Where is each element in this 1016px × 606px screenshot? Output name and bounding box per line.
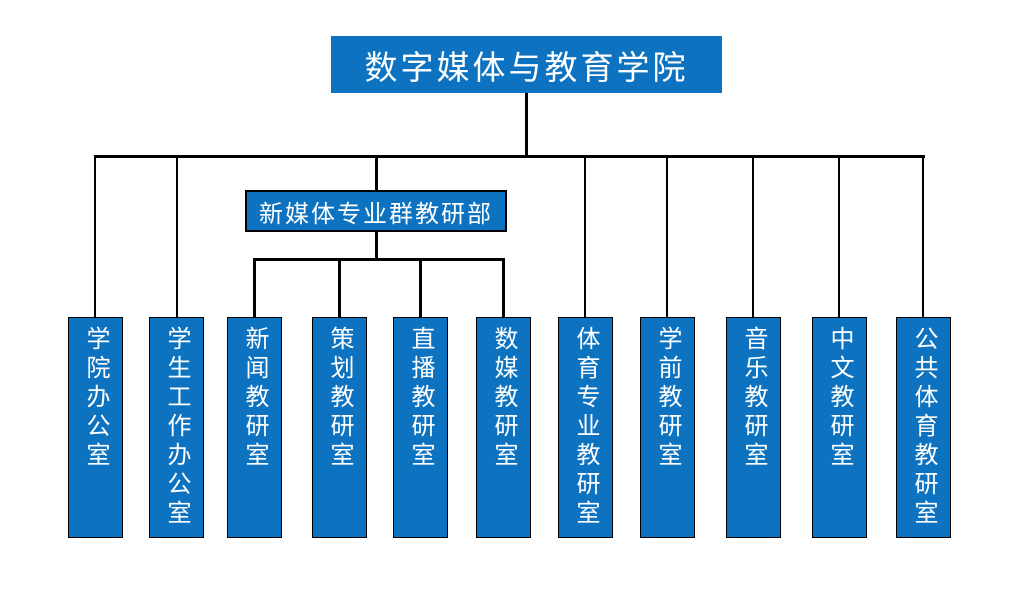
connector-top-rail — [94, 155, 925, 158]
connector-drop-planning-office — [338, 258, 341, 318]
connector-drop-department — [375, 155, 378, 190]
org-node-college-office: 学院办公室 — [68, 317, 123, 538]
connector-drop-college-office — [94, 155, 96, 318]
org-node-news-office: 新闻教研室 — [227, 317, 282, 538]
org-node-root: 数字媒体与教育学院 — [331, 36, 722, 93]
connector-department-stub — [375, 231, 378, 259]
org-node-student-affairs-office: 学生工作办公室 — [149, 317, 204, 538]
connector-drop-student-affairs-office — [176, 155, 178, 318]
connector-drop-public-pe-office — [922, 155, 924, 318]
org-node-planning-office: 策划教研室 — [312, 317, 367, 538]
org-node-livestream-office: 直播教研室 — [393, 317, 448, 538]
org-node-preschool-office: 学前教研室 — [640, 317, 695, 538]
org-node-pe-major-office: 体育专业教研室 — [558, 317, 613, 538]
connector-root-stub — [525, 93, 528, 155]
connector-second-rail — [253, 258, 505, 261]
connector-drop-music-office — [752, 155, 754, 318]
connector-drop-pe-major-office — [584, 155, 586, 318]
org-node-music-office: 音乐教研室 — [726, 317, 781, 538]
org-node-chinese-office: 中文教研室 — [812, 317, 867, 538]
org-node-public-pe-office: 公共体育教研室 — [896, 317, 951, 538]
connector-drop-news-office — [253, 258, 256, 318]
org-node-department: 新媒体专业群教研部 — [245, 190, 507, 232]
connector-drop-digital-media-office — [502, 258, 505, 318]
connector-drop-chinese-office — [838, 155, 840, 318]
connector-drop-preschool-office — [666, 155, 668, 318]
connector-drop-livestream-office — [419, 258, 422, 318]
org-node-digital-media-office: 数媒教研室 — [476, 317, 531, 538]
